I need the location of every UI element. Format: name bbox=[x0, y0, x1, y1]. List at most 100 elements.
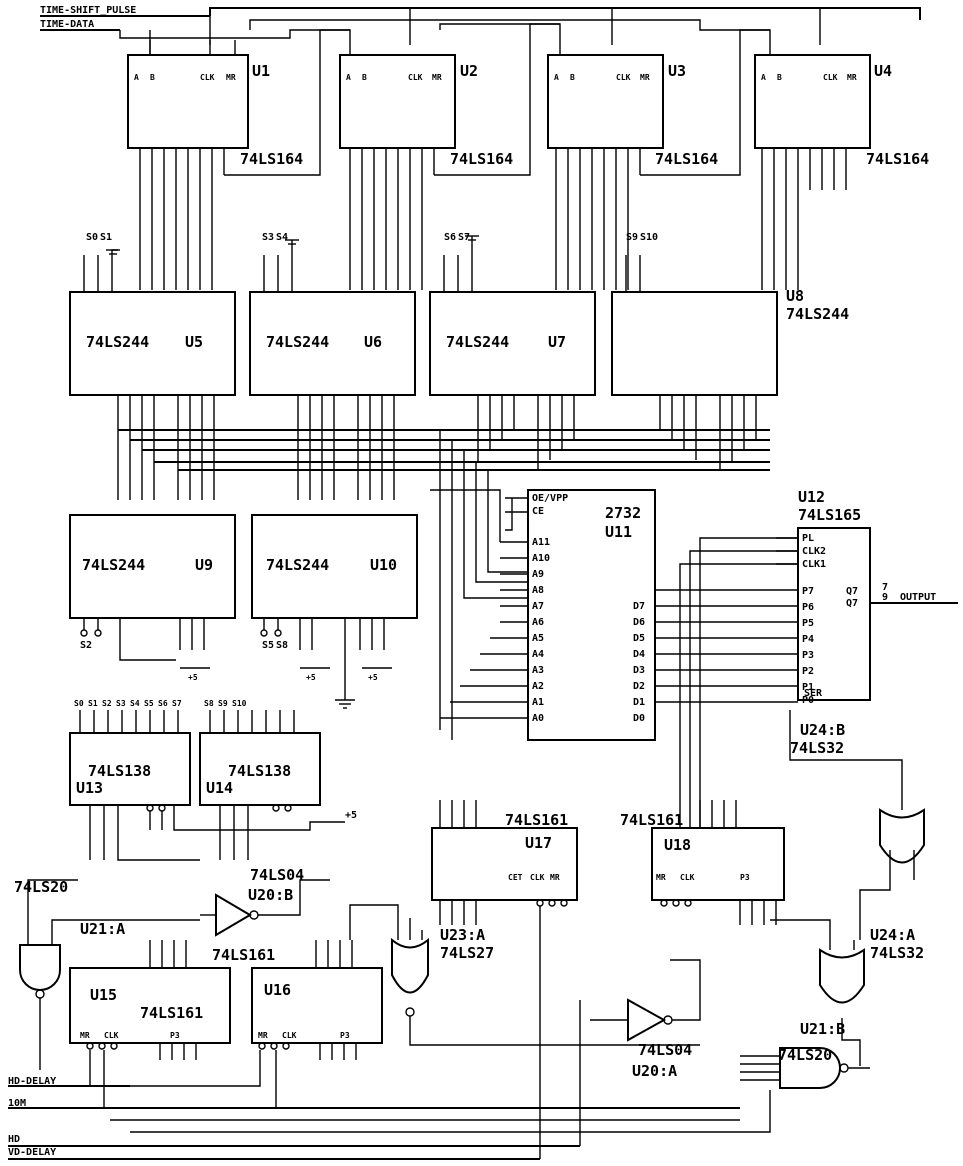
svg-text:A4: A4 bbox=[532, 649, 544, 660]
u6-ref: U6 bbox=[364, 333, 382, 351]
gate-group: 74LS20 U21:A 74LS04 U20:B U23:A 74LS27 bbox=[14, 710, 925, 1089]
svg-text:MR: MR bbox=[258, 1031, 268, 1040]
u12-part: 74LS165 bbox=[798, 506, 861, 524]
svg-text:A7: A7 bbox=[532, 601, 544, 612]
u11-ref: U11 bbox=[605, 523, 632, 541]
svg-text:CLK2: CLK2 bbox=[802, 546, 826, 557]
svg-text:P4: P4 bbox=[802, 634, 814, 645]
counter-u16: 74LS161 U16 MR CLK P3 bbox=[212, 946, 383, 1044]
shift-register-group: U1 74LS164 A B CLK MR U2 74LS164 A B CLK… bbox=[127, 23, 929, 290]
svg-text:MR: MR bbox=[432, 73, 442, 82]
buffer-u6: 74LS244 U6 S3 S4 bbox=[249, 232, 416, 396]
svg-text:MR: MR bbox=[656, 873, 666, 882]
shift-register-u4: U4 74LS164 A B CLK MR bbox=[754, 54, 929, 290]
svg-text:P6: P6 bbox=[802, 602, 814, 613]
u14-ref: U14 bbox=[206, 779, 233, 797]
svg-text:+5: +5 bbox=[188, 673, 198, 682]
svg-text:D3: D3 bbox=[633, 665, 645, 676]
svg-text:9: 9 bbox=[882, 592, 888, 603]
svg-text:D5: D5 bbox=[633, 633, 645, 644]
svg-text:S6: S6 bbox=[158, 699, 168, 708]
svg-text:SER: SER bbox=[804, 688, 823, 699]
svg-text:CLK: CLK bbox=[616, 73, 631, 82]
buffer-u9: 74LS244 U9 S2 bbox=[69, 514, 236, 651]
svg-text:S8: S8 bbox=[204, 699, 214, 708]
u18-ref: U18 bbox=[664, 836, 691, 854]
svg-text:S5: S5 bbox=[144, 699, 154, 708]
svg-text:D1: D1 bbox=[633, 697, 645, 708]
svg-text:CLK: CLK bbox=[530, 873, 545, 882]
svg-text:A8: A8 bbox=[532, 585, 544, 596]
svg-text:A3: A3 bbox=[532, 665, 544, 676]
svg-text:CLK: CLK bbox=[282, 1031, 297, 1040]
counter-u18: 74LS161 U18 MR CLK P3 bbox=[620, 811, 785, 901]
svg-text:D6: D6 bbox=[633, 617, 645, 628]
inverter-u20b: 74LS04 U20:B bbox=[200, 866, 330, 937]
u17-part: 74LS161 bbox=[505, 811, 568, 829]
buffer-u5: 74LS244 U5 S0 S1 bbox=[69, 232, 236, 396]
svg-text:CLK1: CLK1 bbox=[802, 559, 826, 570]
svg-text:A11: A11 bbox=[532, 537, 550, 548]
svg-text:CE: CE bbox=[532, 506, 544, 517]
vd-delay-label: VD-DELAY bbox=[8, 1147, 56, 1158]
u18-part: 74LS161 bbox=[620, 811, 683, 829]
u10-ref: U10 bbox=[370, 556, 397, 574]
svg-text:CLK: CLK bbox=[680, 873, 695, 882]
svg-text:S0: S0 bbox=[74, 699, 84, 708]
svg-text:S10: S10 bbox=[640, 232, 658, 243]
svg-text:B: B bbox=[777, 73, 782, 82]
shift-register-u12: U12 74LS165 PL CLK2 CLK1 P7 P6 P5 P4 P3 … bbox=[679, 488, 958, 900]
svg-text:A6: A6 bbox=[532, 617, 544, 628]
u21a-ref: U21:A bbox=[80, 920, 125, 938]
svg-text:D2: D2 bbox=[633, 681, 645, 692]
svg-text:A0: A0 bbox=[532, 713, 544, 724]
time-shift-pulse-label: TIME-SHIFT_PULSE bbox=[40, 5, 136, 16]
svg-text:A: A bbox=[554, 73, 559, 82]
counter-u17: 74LS161 U17 CET CLK MR bbox=[431, 811, 578, 901]
svg-text:CET: CET bbox=[508, 873, 523, 882]
time-data-label: TIME-DATA bbox=[40, 19, 94, 30]
svg-text:P3: P3 bbox=[740, 873, 750, 882]
svg-text:CLK: CLK bbox=[200, 73, 215, 82]
u9-part: 74LS244 bbox=[82, 556, 145, 574]
svg-text:S1: S1 bbox=[100, 232, 112, 243]
svg-text:CLK: CLK bbox=[408, 73, 423, 82]
svg-text:PL: PL bbox=[802, 533, 814, 544]
hd-delay-label: HD-DELAY bbox=[8, 1076, 56, 1087]
svg-text:D7: D7 bbox=[633, 601, 645, 612]
buffer-u10: 74LS244 U10 S5 S8 bbox=[251, 514, 418, 651]
svg-text:P2: P2 bbox=[802, 666, 814, 677]
or-u24a: U24:A 74LS32 U21:B bbox=[770, 919, 924, 1066]
nand-u21a: 74LS20 U21:A bbox=[14, 878, 200, 1070]
u1-part: 74LS164 bbox=[240, 150, 303, 168]
u24b-part: 74LS32 bbox=[790, 739, 844, 757]
svg-text:B: B bbox=[362, 73, 367, 82]
svg-text:D0: D0 bbox=[633, 713, 645, 724]
u5-part: 74LS244 bbox=[86, 333, 149, 351]
bottom-signals: HD-DELAY 10M HD VD-DELAY bbox=[8, 906, 771, 1160]
shift-register-u1: U1 74LS164 A B CLK MR bbox=[127, 40, 303, 290]
svg-text:S3: S3 bbox=[116, 699, 126, 708]
output-label: OUTPUT bbox=[900, 592, 936, 603]
u3-ref: U3 bbox=[668, 62, 686, 80]
u10-part: 74LS244 bbox=[266, 556, 329, 574]
svg-text:S2: S2 bbox=[80, 640, 92, 651]
hd-label: HD bbox=[8, 1134, 20, 1145]
u20a-ref: U20:A bbox=[632, 1062, 677, 1080]
svg-text:7: 7 bbox=[882, 582, 888, 593]
svg-text:B: B bbox=[570, 73, 575, 82]
u16-ref: U16 bbox=[264, 981, 291, 999]
u21b-ref: U21:B bbox=[800, 1020, 845, 1038]
svg-text:S9: S9 bbox=[626, 232, 638, 243]
eprom-u11: 2732 U11 OE/VPP CE A11 A10 A9 A8 A7 A6 A… bbox=[430, 489, 776, 741]
u23a-part: 74LS27 bbox=[440, 944, 494, 962]
svg-text:S1: S1 bbox=[88, 699, 98, 708]
u5-ref: U5 bbox=[185, 333, 203, 351]
svg-text:OE/VPP: OE/VPP bbox=[532, 493, 568, 504]
svg-text:MR: MR bbox=[847, 73, 857, 82]
svg-text:P5: P5 bbox=[802, 618, 814, 629]
svg-text:A5: A5 bbox=[532, 633, 544, 644]
u11-part: 2732 bbox=[605, 504, 641, 522]
svg-text:D4: D4 bbox=[633, 649, 645, 660]
